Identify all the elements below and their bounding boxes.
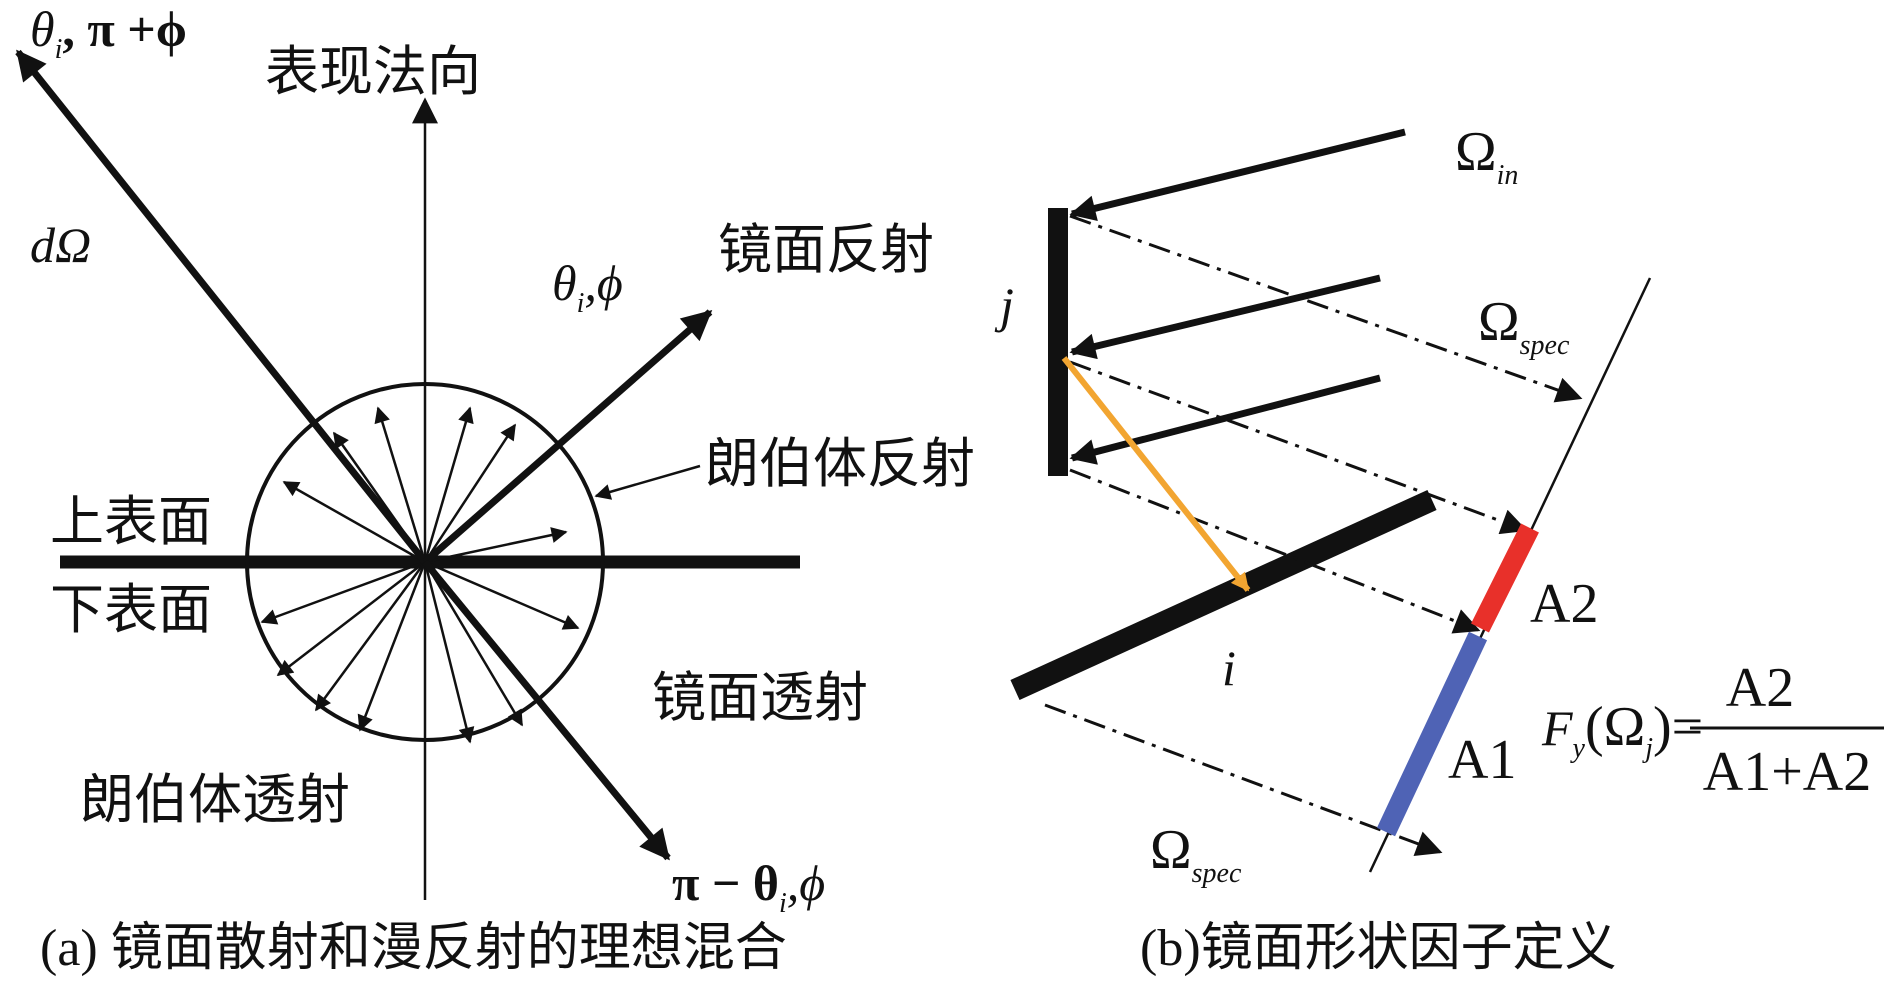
lambert-pointer <box>594 464 701 500</box>
specular-transmission-label: 镜面透射 <box>652 666 868 729</box>
omega-spec-label-bottom: Ωspec <box>1150 819 1242 889</box>
reflect-angle-label: θi,ϕ <box>552 255 623 319</box>
formula-lhs: Fy(Ωj)= <box>1541 696 1703 764</box>
formula-numerator: A2 <box>1726 657 1794 719</box>
formula-denominator: A1+A2 <box>1703 741 1871 803</box>
specular-reflection-ray <box>422 309 713 565</box>
omega-in-label: Ωin <box>1455 121 1518 191</box>
caption-b: (b)镜面形状因子定义 <box>1140 920 1617 977</box>
panel-a: θi, π +ϕ 表现法向 dΩ θi,ϕ 镜面反射 朗伯体反射 上表面 下表面… <box>15 1 975 977</box>
a1-label: A1 <box>1448 729 1516 791</box>
a2-label: A2 <box>1530 573 1598 635</box>
surface-normal-label: 表现法向 <box>265 40 481 103</box>
caption-a: (a) 镜面散射和漫反射的理想混合 <box>40 920 787 977</box>
incoming-rays <box>1069 128 1406 465</box>
upper-surface-label: 上表面 <box>50 490 212 553</box>
transmit-angle-label: π − θi,ϕ <box>672 855 825 919</box>
specular-rays <box>1044 214 1583 857</box>
lower-surface-label: 下表面 <box>50 578 212 641</box>
omega-spec-label-top: Ωspec <box>1478 291 1570 361</box>
panel-b: Ωin Ωspec j i A2 A1 Fy(Ωj)= A2 A1+A2 Ωsp… <box>994 121 1884 977</box>
facet-i-label: i <box>1222 640 1236 696</box>
incident-angle-label: θi, π +ϕ <box>30 1 187 65</box>
a2-segment <box>1471 523 1539 633</box>
lambert-reflection-label: 朗伯体反射 <box>705 432 975 495</box>
incident-ray <box>15 49 428 565</box>
specular-transmission-ray <box>422 559 671 861</box>
facet-i <box>1010 489 1437 701</box>
a1-segment <box>1376 631 1488 837</box>
lambert-transmission-label: 朗伯体透射 <box>80 768 350 831</box>
orange-arrow <box>1061 356 1251 592</box>
lambert-circle <box>245 382 605 742</box>
solid-angle-label: dΩ <box>30 217 91 273</box>
specular-reflection-label: 镜面反射 <box>718 218 934 281</box>
diffuse-transmission-arrows <box>260 560 580 744</box>
facet-j-label: j <box>994 277 1014 333</box>
